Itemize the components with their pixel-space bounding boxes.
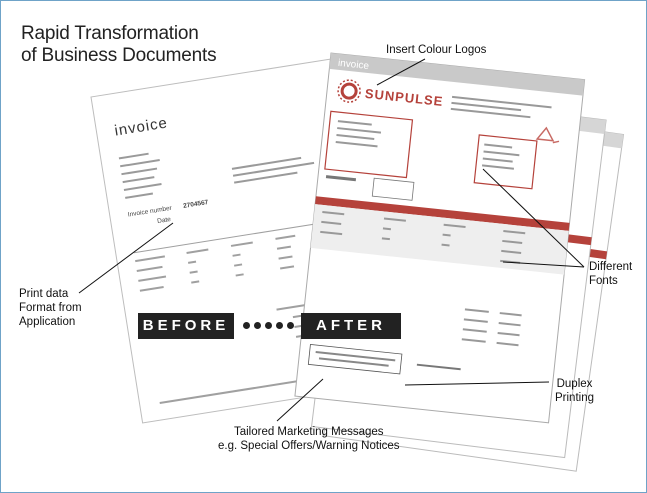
after-marketing-box [307, 344, 403, 375]
before-date-label: Date [157, 216, 172, 225]
callout-print-line-1: Print data [19, 288, 69, 300]
callout-marketing-line-2: e.g. Special Offers/Warning Notices [218, 440, 400, 452]
sunburst-logo [337, 79, 361, 103]
callout-fonts-line-1: Different [589, 261, 633, 273]
before-address-lines [118, 152, 315, 199]
title-line-1: Rapid Transformation [21, 23, 199, 44]
title-line-2: of Business Documents [21, 45, 217, 66]
callout-print-line-2: Format from [19, 302, 82, 314]
connector-dot [276, 322, 283, 329]
after-header-lines [450, 95, 552, 119]
after-address-box-2 [473, 134, 538, 190]
connector-dot [265, 322, 272, 329]
before-invoice-number: 2704567 [183, 199, 209, 210]
callout-lines [78, 58, 585, 422]
recycle-icon [535, 126, 560, 144]
after-address-box [324, 110, 414, 179]
callout-fonts-line-2: Fonts [589, 275, 618, 287]
after-tab-label: invoice [337, 58, 370, 72]
callout-fonts: Different Fonts [589, 260, 632, 288]
callout-logos: Insert Colour Logos [386, 44, 487, 56]
callout-marketing: Tailored Marketing Messages e.g. Special… [218, 425, 400, 453]
callout-duplex: Duplex Printing [555, 377, 594, 405]
after-table-header [315, 196, 570, 231]
connector-dot [243, 322, 250, 329]
connector-dot [287, 322, 294, 329]
callout-duplex-line-2: Printing [555, 392, 594, 404]
connector-dot [254, 322, 261, 329]
callout-print-line-3: Application [19, 316, 76, 328]
after-page-front: invoice SUNPULSE [294, 52, 586, 424]
callout-marketing-line-1: Tailored Marketing Messages [233, 426, 384, 438]
callout-duplex-line-1: Duplex [556, 378, 593, 390]
after-badge: AFTER [301, 313, 401, 339]
before-badge: BEFORE [138, 313, 234, 339]
callout-print-data: Print data Format from Application [19, 287, 82, 329]
after-tab-bar [329, 53, 585, 96]
diagram-title: Rapid Transformation of Business Documen… [21, 23, 217, 67]
